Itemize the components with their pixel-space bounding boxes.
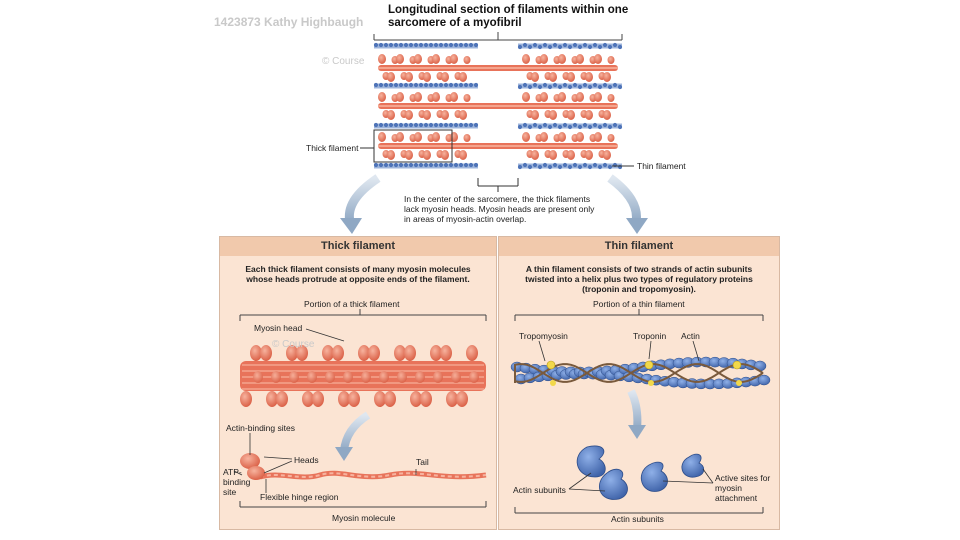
thin-filament-strand (373, 42, 479, 49)
thick-panel-description: Each thick filament consists of many myo… (245, 264, 471, 284)
thick-panel-header: Thick filament (220, 237, 496, 256)
sarcomere-bracket (373, 32, 623, 41)
myosin-head-icon (466, 345, 478, 361)
actin-label: Actin (681, 331, 700, 341)
watermark-course-2: © Course (272, 339, 315, 350)
tail-label: Tail (416, 457, 429, 467)
watermark-id: 1423873 Kathy Highbaugh (214, 15, 364, 29)
thin-filament-strand (517, 82, 623, 90)
myosin-molecule-label: Myosin molecule (332, 513, 396, 523)
thin-filament-strand (373, 162, 479, 169)
sarcomere-title: Longitudinal section of filaments within… (388, 4, 648, 30)
thin-filament-portion (510, 356, 771, 390)
troponin-icon (732, 360, 742, 370)
thin-portion-label: Portion of a thin filament (593, 299, 685, 309)
thick-filament-highlight-box (373, 129, 453, 163)
myosin-head-icon (250, 345, 262, 361)
actin-subunits-bottom-label: Actin subunits (611, 514, 664, 524)
thin-filament-strand (373, 122, 479, 129)
myosin-head-icon (394, 345, 406, 361)
myosin-head-label: Myosin head (254, 323, 303, 333)
thick-filament-strand (378, 132, 618, 160)
active-sites-label: Active sites for myosin attachment (715, 473, 771, 503)
thick-filament-panel: Thick filament Each thick filament consi… (219, 236, 497, 530)
thin-filament-label: Thin filament (637, 161, 686, 171)
troponin-icon (546, 360, 556, 370)
myosin-head-icon (358, 345, 370, 361)
arrow-to-thick-panel-head (340, 218, 362, 234)
myosin-head-icon (404, 345, 416, 361)
actin-binding-label: Actin-binding sites (226, 423, 295, 433)
thin-filament-panel: Thin filament A thin filament consists o… (498, 236, 780, 530)
arrow-to-thin-panel (607, 174, 641, 223)
title-line-2: sarcomere of a myofibril (388, 17, 522, 29)
troponin-label: Troponin (633, 331, 667, 341)
thick-portion-label: Portion of a thick filament (304, 299, 400, 309)
myosin-head-icon (286, 345, 298, 361)
troponin-icon (644, 360, 654, 370)
thin-panel-drawing (510, 309, 771, 514)
heads-label: Heads (294, 455, 319, 465)
tropomyosin-label: Tropomyosin (519, 331, 568, 341)
myosin-head-icon (440, 345, 452, 361)
myosin-head-icon (260, 345, 272, 361)
center-bracket (477, 178, 519, 192)
watermark-course: © Course (322, 56, 365, 67)
center-caption: In the center of the sarcomere, the thic… (404, 194, 595, 224)
thick-filament-label: Thick filament (306, 143, 359, 153)
myosin-head-icon (430, 345, 442, 361)
hinge-label: Flexible hinge region (260, 492, 339, 502)
thin-panel-description: A thin filament consists of two strands … (525, 264, 753, 294)
myosin-head-icon (296, 345, 308, 361)
thin-filament-strand (517, 162, 623, 170)
arrow-to-thin-panel-head (626, 218, 648, 234)
arrow-to-thick-panel (344, 174, 381, 223)
myosin-head-icon (322, 345, 334, 361)
thick-filament-strand (378, 54, 618, 82)
thin-filament-strand (517, 42, 623, 50)
thin-filament-strand (517, 122, 623, 130)
thick-filament-strand (378, 92, 618, 120)
actin-subunits-drawing (576, 445, 705, 500)
myosin-head-icon (368, 345, 380, 361)
myosin-head-icon (332, 345, 344, 361)
atp-binding-label: ATP-binding site (223, 467, 251, 497)
actin-subunits-label: Actin subunits (513, 485, 566, 495)
thin-panel-header: Thin filament (499, 237, 779, 256)
title-line-1: Longitudinal section of filaments within… (388, 4, 629, 16)
thick-panel-drawing (233, 309, 487, 508)
sarcomere-filaments (373, 42, 623, 170)
thin-filament-strand (373, 82, 479, 89)
thick-filament-portion (240, 345, 486, 407)
